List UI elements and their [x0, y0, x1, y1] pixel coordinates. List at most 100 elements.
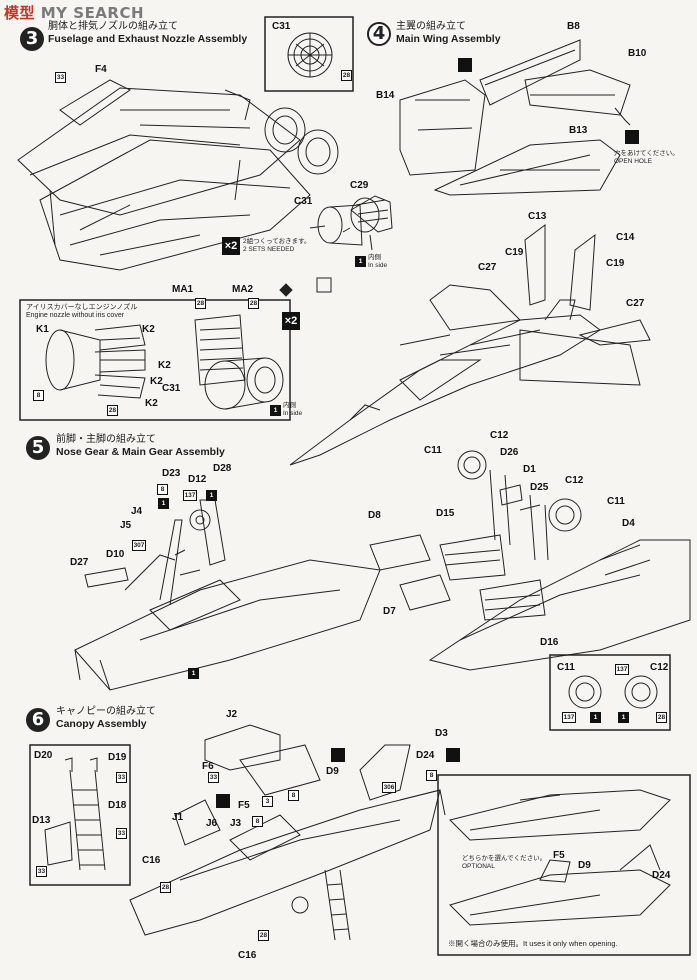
paint-33: 33 [55, 72, 66, 83]
part-c16-b: C16 [238, 950, 257, 961]
part-c27-a: C27 [478, 262, 497, 273]
inside-note: 内側 In side [368, 254, 387, 270]
nose-gear-drawing [74, 499, 381, 691]
step-3-number: 3 [20, 27, 44, 51]
part-c16-a: C16 [142, 855, 161, 866]
open-note: ※開く場合のみ使用。It uses it only when opening. [448, 939, 618, 948]
wheel-28: 28 [656, 712, 667, 723]
aircraft-drawing [289, 224, 651, 466]
step-6-title: キャノピーの組み立て Canopy Assembly [56, 706, 156, 730]
paint-brush-icon-2 [446, 748, 460, 762]
ladder-33-b: 33 [116, 828, 127, 839]
wheel-c11: C11 [557, 662, 575, 673]
part-c14: C14 [616, 232, 635, 243]
num-1-a: 1 [158, 498, 169, 509]
part-d19: D19 [108, 752, 127, 763]
paint-8: 8 [33, 390, 44, 401]
part-d15: D15 [436, 508, 455, 519]
part-d8: D8 [368, 510, 381, 521]
num-1-c: 1 [188, 668, 199, 679]
num-1-b: 1 [206, 490, 217, 501]
part-c13: C13 [528, 211, 547, 222]
optional-en: OPTIONAL [462, 863, 495, 870]
open-hole-jp: 穴をあけてください。 [614, 150, 679, 157]
part-j1: J1 [172, 812, 184, 823]
step-6-title-jp: キャノピーの組み立て [56, 706, 156, 717]
part-c31-inset: C31 [272, 21, 291, 32]
wheel-1-b: 1 [618, 712, 629, 723]
nozzle-note: アイリスカバーなしエンジンノズル Engine nozzle without i… [26, 304, 137, 320]
paint-8-b: 8 [288, 790, 299, 801]
drill-icon-2 [625, 130, 639, 144]
step-4-title-jp: 主翼の組み立て [396, 21, 466, 32]
part-d7: D7 [383, 606, 396, 617]
step-4-title-en: Main Wing Assembly [396, 33, 501, 45]
step-3-title-jp: 胴体と排気ノズルの組み立て [48, 21, 178, 32]
times-two-inset: ×2 [282, 312, 300, 330]
part-d26: D26 [500, 447, 519, 458]
step-4-title: 主翼の組み立て Main Wing Assembly [396, 21, 501, 45]
step-3-title-en: Fuselage and Exhaust Nozzle Assembly [48, 33, 248, 45]
inside-en: In side [368, 262, 388, 269]
inset-inside-en: In side [283, 410, 303, 417]
part-d27: D27 [70, 557, 89, 568]
part-d9-b: D9 [578, 860, 591, 871]
paint-137: 137 [183, 490, 197, 501]
part-c11: C11 [424, 445, 442, 456]
part-c19-b: C19 [606, 258, 625, 269]
part-b13: B13 [569, 125, 588, 136]
open-hole-note: 穴をあけてください。 OPEN HOLE [614, 150, 679, 166]
step-6-number: 6 [26, 708, 50, 732]
part-j6: J6 [206, 818, 218, 829]
main-gear-drawing [369, 450, 691, 671]
optional-jp: どちらかを選んでください。 [462, 855, 547, 862]
drill-icon [458, 58, 472, 72]
wheel-137-b: 137 [615, 664, 629, 675]
step-5-title: 前脚・主脚の組み立て Nose Gear & Main Gear Assembl… [56, 434, 225, 458]
part-k2-a: K2 [142, 324, 155, 335]
paint-306: 306 [382, 782, 396, 793]
two-sets-jp: 2組つくっておきます。 [243, 238, 311, 245]
part-d16: D16 [540, 637, 559, 648]
part-d28: D28 [213, 463, 232, 474]
nozzle-jp: アイリスカバーなしエンジンノズル [26, 304, 138, 311]
part-c19-a: C19 [505, 247, 524, 258]
paint-28-k2: 28 [107, 405, 118, 416]
inset-inside-jp: 内側 [283, 402, 296, 409]
part-d13: D13 [32, 815, 51, 826]
part-k2-c: K2 [150, 376, 163, 387]
step-3-title: 胴体と排気ノズルの組み立て Fuselage and Exhaust Nozzl… [48, 21, 247, 45]
watermark: 模型 MY SEARCH [4, 2, 144, 23]
paint-8-d23: 8 [157, 484, 168, 495]
inside-jp: 内側 [368, 254, 381, 261]
open-hole-en: OPEN HOLE [614, 158, 652, 165]
watermark-brand: 模型 [4, 4, 36, 22]
part-j5: J5 [120, 520, 132, 531]
paint-28-c16: 28 [160, 882, 171, 893]
part-d9: D9 [326, 766, 339, 777]
paint-307: 307 [132, 540, 146, 551]
step-6-title-en: Canopy Assembly [56, 718, 147, 730]
two-sets-en: 2 SETS NEEDED [243, 246, 295, 253]
step-4-number: 4 [367, 22, 391, 46]
wheel-c12: C12 [650, 662, 669, 673]
paint-28-ma2: 28 [248, 298, 259, 309]
times-two-badge: ×2 [222, 237, 240, 255]
inside-num: 1 [355, 256, 366, 267]
part-d24-b: D24 [652, 870, 671, 881]
part-ma1: MA1 [172, 284, 194, 295]
part-d3: D3 [435, 728, 448, 739]
part-d23: D23 [162, 468, 181, 479]
part-d12: D12 [188, 474, 207, 485]
paint-28-ma1: 28 [195, 298, 206, 309]
fuselage-drawing [17, 79, 339, 271]
part-b8: B8 [567, 21, 580, 32]
part-c12: C12 [490, 430, 509, 441]
part-f5: F5 [238, 800, 250, 811]
part-b10: B10 [628, 48, 647, 59]
ladder-33-c: 33 [36, 866, 47, 877]
part-k2-d: K2 [145, 398, 158, 409]
two-sets-note: 2組つくっておきます。 2 SETS NEEDED [243, 238, 310, 254]
